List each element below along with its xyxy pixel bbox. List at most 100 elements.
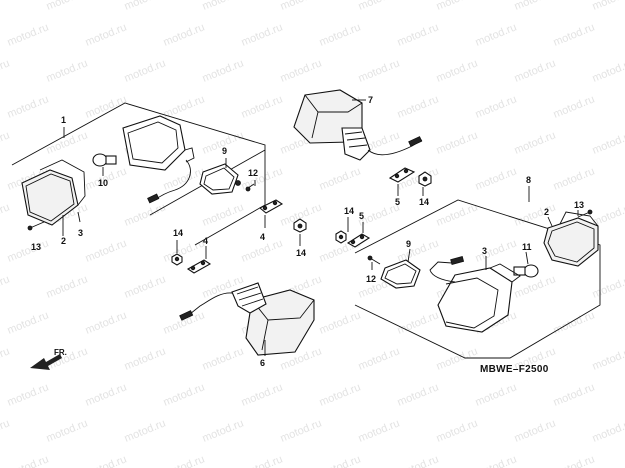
- front-direction-arrow: [30, 354, 62, 370]
- plate-5-top: [388, 167, 416, 183]
- watermark-text: motod.ru: [0, 57, 11, 84]
- watermark-text: motod.ru: [591, 417, 625, 444]
- watermark-text: motod.ru: [0, 0, 11, 13]
- screw-12-left: [245, 183, 255, 192]
- watermark-text: motod.ru: [513, 0, 558, 13]
- callout-number: 2: [61, 236, 66, 246]
- callout-number: 12: [248, 168, 258, 178]
- watermark-text: motod.ru: [123, 273, 168, 300]
- watermark-text: motod.ru: [357, 345, 402, 372]
- watermark-text: motod.ru: [0, 273, 11, 300]
- watermark-text: motod.ru: [357, 417, 402, 444]
- watermark-text: motod.ru: [357, 57, 402, 84]
- housing-left: [122, 115, 195, 204]
- leader-11: [525, 251, 529, 265]
- screw-13-left: [27, 221, 45, 231]
- watermark-text: motod.ru: [123, 201, 168, 228]
- gasket-9-right: [380, 259, 421, 289]
- watermark-text: motod.ru: [6, 237, 51, 264]
- screw-13-right: [577, 209, 593, 218]
- watermark-text: motod.ru: [435, 57, 480, 84]
- watermark-text: motod.ru: [474, 381, 519, 408]
- watermark-text: motod.ru: [552, 165, 597, 192]
- watermark-text: motod.ru: [0, 417, 11, 444]
- watermark-text: motod.ru: [84, 453, 129, 468]
- callout-number: 4: [260, 232, 265, 242]
- watermark-text: motod.ru: [552, 21, 597, 48]
- callout-number: 11: [522, 242, 532, 252]
- screw-12-right: [367, 255, 381, 265]
- watermark-text: motod.ru: [201, 0, 246, 13]
- watermark-text: motod.ru: [201, 345, 246, 372]
- watermark-text: motod.ru: [396, 309, 441, 336]
- watermark-text: motod.ru: [279, 57, 324, 84]
- watermark-text: motod.ru: [84, 93, 129, 120]
- watermark-text: motod.ru: [123, 0, 168, 13]
- watermark-text: motod.ru: [396, 21, 441, 48]
- watermark-text: motod.ru: [474, 21, 519, 48]
- diagram-code: MBWE–F2500: [480, 364, 549, 375]
- bulb-10-left: [92, 153, 117, 167]
- watermark-text: motod.ru: [201, 201, 246, 228]
- callout-number: 13: [31, 242, 41, 252]
- watermark-text: motod.ru: [279, 0, 324, 13]
- gasket-9-left: [199, 163, 241, 195]
- callout-number: 9: [406, 239, 411, 249]
- callout-number: 9: [222, 146, 227, 156]
- watermark-text: motod.ru: [162, 93, 207, 120]
- watermark-text: motod.ru: [123, 345, 168, 372]
- watermark-text: motod.ru: [84, 21, 129, 48]
- watermark-text: motod.ru: [552, 453, 597, 468]
- callout-number: 8: [526, 175, 531, 185]
- plate-4-center: [259, 199, 284, 214]
- leader-2-right: [547, 216, 553, 227]
- plate-4-lower: [186, 259, 212, 274]
- watermark-text: motod.ru: [201, 57, 246, 84]
- callout-number: 10: [98, 178, 108, 188]
- watermark-text: motod.ru: [123, 57, 168, 84]
- watermark-text: motod.ru: [552, 381, 597, 408]
- callout-number: 4: [203, 236, 208, 246]
- plate-5-mid: [346, 233, 371, 248]
- watermark-text: motod.ru: [6, 309, 51, 336]
- callout-number: 14: [419, 197, 429, 207]
- nut-14-lower-left: [171, 253, 183, 266]
- watermark-text: motod.ru: [435, 201, 480, 228]
- watermark-text: motod.ru: [591, 345, 625, 372]
- callout-number: 14: [296, 248, 306, 258]
- watermark-text: motod.ru: [318, 309, 363, 336]
- callout-number: 13: [574, 200, 584, 210]
- assembly-1-frame-right: [194, 150, 266, 246]
- watermark-text: motod.ru: [45, 417, 90, 444]
- watermark-text: motod.ru: [0, 201, 11, 228]
- assembly-8-frame: [354, 199, 601, 359]
- turn-signal-6: [179, 282, 315, 356]
- bulb-11-right: [513, 264, 539, 278]
- watermark-text: motod.ru: [396, 453, 441, 468]
- watermark-text: motod.ru: [435, 417, 480, 444]
- watermark-text: motod.ru: [513, 57, 558, 84]
- watermark-text: motod.ru: [162, 237, 207, 264]
- watermark-text: motod.ru: [45, 57, 90, 84]
- callout-number: 6: [260, 358, 265, 368]
- leader-3-left: [77, 211, 81, 223]
- lens-2-left: [21, 159, 86, 226]
- watermark-text: motod.ru: [591, 129, 625, 156]
- watermark-text: motod.ru: [84, 381, 129, 408]
- watermark-text: motod.ru: [162, 165, 207, 192]
- watermark-text: motod.ru: [45, 0, 90, 13]
- nut-14-mid: [335, 230, 347, 244]
- watermark-text: motod.ru: [45, 273, 90, 300]
- watermark-text: motod.ru: [0, 129, 11, 156]
- watermark-text: motod.ru: [435, 0, 480, 13]
- watermark-text: motod.ru: [84, 309, 129, 336]
- watermark-text: motod.ru: [435, 129, 480, 156]
- watermark-text: motod.ru: [162, 21, 207, 48]
- housing-right: [429, 256, 521, 333]
- callout-number: 14: [344, 206, 354, 216]
- watermark-text: motod.ru: [318, 453, 363, 468]
- callout-number: 3: [482, 246, 487, 256]
- direction-label: FR.: [54, 348, 67, 357]
